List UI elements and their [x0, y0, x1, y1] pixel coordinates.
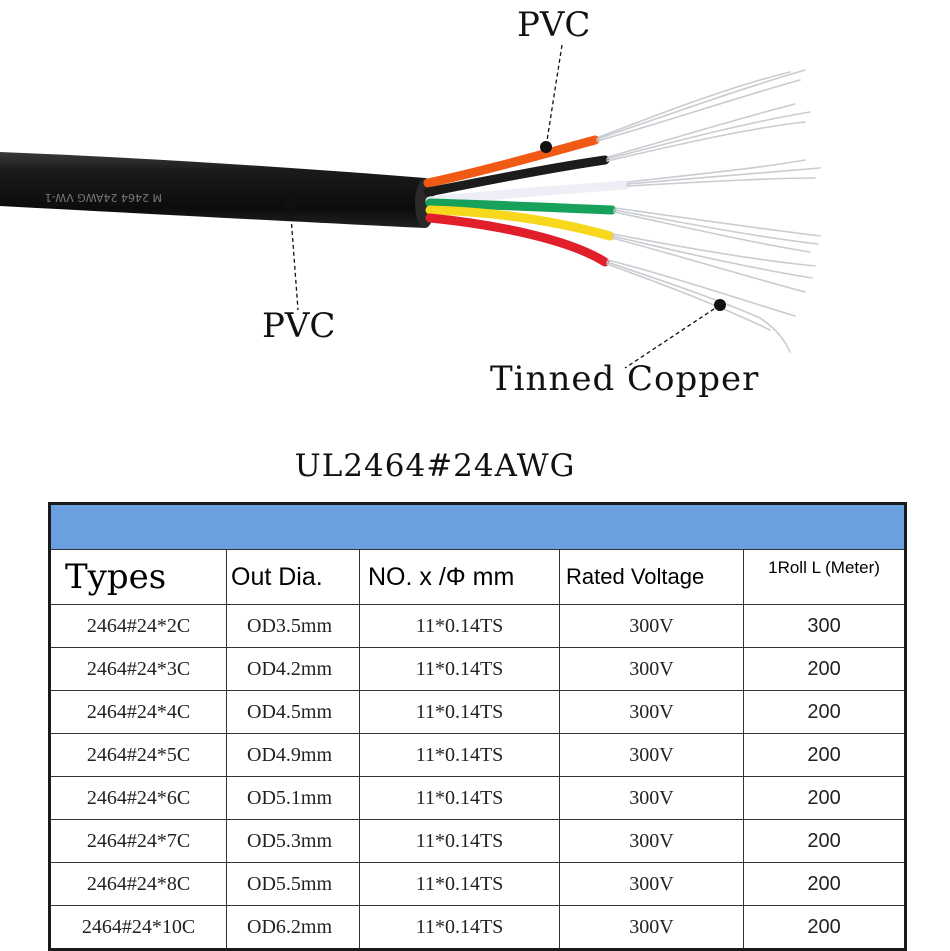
cell-conductor: 11*0.14TS	[359, 733, 560, 777]
cell-voltage: 300V	[559, 604, 744, 648]
cell-out-dia: OD4.2mm	[226, 647, 360, 691]
col-header-roll-length: 1Roll L (Meter)	[742, 549, 908, 605]
table-row: 2464#24*6C OD5.1mm 11*0.14TS 300V 200	[48, 776, 908, 820]
cell-roll-length: 200	[742, 819, 908, 863]
cable-jacket	[0, 152, 425, 228]
wire-red	[425, 213, 610, 267]
cell-conductor: 11*0.14TS	[359, 690, 560, 734]
table-banner	[47, 502, 908, 550]
cell-type: 2464#24*7C	[48, 819, 227, 863]
dot-insulation	[540, 141, 552, 153]
leader-conductor	[624, 304, 721, 369]
cell-voltage: 300V	[559, 776, 744, 820]
col-header-out-dia: Out Dia.	[226, 549, 360, 605]
cell-out-dia: OD5.5mm	[226, 862, 360, 906]
cell-conductor: 11*0.14TS	[359, 862, 560, 906]
cell-out-dia: OD4.9mm	[226, 733, 360, 777]
table-header-row: Types Out Dia. NO. x /Φ mm Rated Voltage…	[48, 549, 908, 605]
cell-out-dia: OD5.1mm	[226, 776, 360, 820]
wire-green	[425, 198, 617, 215]
cell-out-dia: OD5.3mm	[226, 819, 360, 863]
wire-yellow	[425, 205, 615, 241]
leader-insulation	[545, 44, 563, 148]
col-header-types: Types	[48, 549, 227, 605]
cell-voltage: 300V	[559, 647, 744, 691]
cell-roll-length: 200	[742, 690, 908, 734]
cell-voltage: 300V	[559, 862, 744, 906]
cell-conductor: 11*0.14TS	[359, 647, 560, 691]
cell-roll-length: 200	[742, 647, 908, 691]
table-row: 2464#24*10C OD6.2mm 11*0.14TS 300V 200	[48, 905, 908, 951]
cell-type: 2464#24*6C	[48, 776, 227, 820]
cell-type: 2464#24*8C	[48, 862, 227, 906]
table-row: 2464#24*2C OD3.5mm 11*0.14TS 300V 300	[48, 604, 908, 648]
cell-type: 2464#24*4C	[48, 690, 227, 734]
cell-voltage: 300V	[559, 819, 744, 863]
col-header-voltage: Rated Voltage	[559, 549, 744, 605]
dot-conductor	[714, 299, 726, 311]
cell-out-dia: OD6.2mm	[226, 905, 360, 951]
cell-type: 2464#24*3C	[48, 647, 227, 691]
table-row: 2464#24*8C OD5.5mm 11*0.14TS 300V 200	[48, 862, 908, 906]
wire-white	[425, 180, 630, 206]
cell-voltage: 300V	[559, 690, 744, 734]
insulation-label: PVC	[517, 5, 591, 45]
wire-black	[423, 155, 610, 197]
cell-roll-length: 200	[742, 733, 908, 777]
cell-conductor: 11*0.14TS	[359, 905, 560, 951]
cell-roll-length: 200	[742, 776, 908, 820]
cell-out-dia: OD3.5mm	[226, 604, 360, 648]
cell-type: 2464#24*10C	[48, 905, 227, 951]
table-row: 2464#24*3C OD4.2mm 11*0.14TS 300V 200	[48, 647, 908, 691]
dot-jacket	[284, 197, 296, 209]
cell-type: 2464#24*2C	[48, 604, 227, 648]
cell-conductor: 11*0.14TS	[359, 819, 560, 863]
spec-table: Types Out Dia. NO. x /Φ mm Rated Voltage…	[47, 502, 908, 951]
model-title: UL2464#24AWG	[294, 448, 576, 484]
cell-roll-length: 200	[742, 862, 908, 906]
conductor-label: Tinned Copper	[490, 359, 760, 399]
banner-cell	[47, 502, 908, 550]
cell-voltage: 300V	[559, 905, 744, 951]
insulated-cores	[423, 135, 630, 267]
cable-photo: M 2464 24AWG VW-1	[0, 44, 821, 369]
cell-roll-length: 300	[742, 604, 908, 648]
callout-leaders	[289, 44, 721, 369]
cell-out-dia: OD4.5mm	[226, 690, 360, 734]
table-row: 2464#24*4C OD4.5mm 11*0.14TS 300V 200	[48, 690, 908, 734]
cable-print: M 2464 24AWG VW-1	[45, 191, 162, 204]
cell-voltage: 300V	[559, 733, 744, 777]
table-row: 2464#24*5C OD4.9mm 11*0.14TS 300V 200	[48, 733, 908, 777]
cell-roll-length: 200	[742, 905, 908, 951]
cell-conductor: 11*0.14TS	[359, 604, 560, 648]
leader-jacket	[289, 202, 299, 311]
wire-orange	[423, 135, 600, 188]
table-row: 2464#24*7C OD5.3mm 11*0.14TS 300V 200	[48, 819, 908, 863]
tinned-strands	[596, 69, 821, 353]
cell-conductor: 11*0.14TS	[359, 776, 560, 820]
jacket-label: PVC	[262, 306, 336, 346]
col-header-conductor: NO. x /Φ mm	[359, 549, 560, 605]
cell-type: 2464#24*5C	[48, 733, 227, 777]
